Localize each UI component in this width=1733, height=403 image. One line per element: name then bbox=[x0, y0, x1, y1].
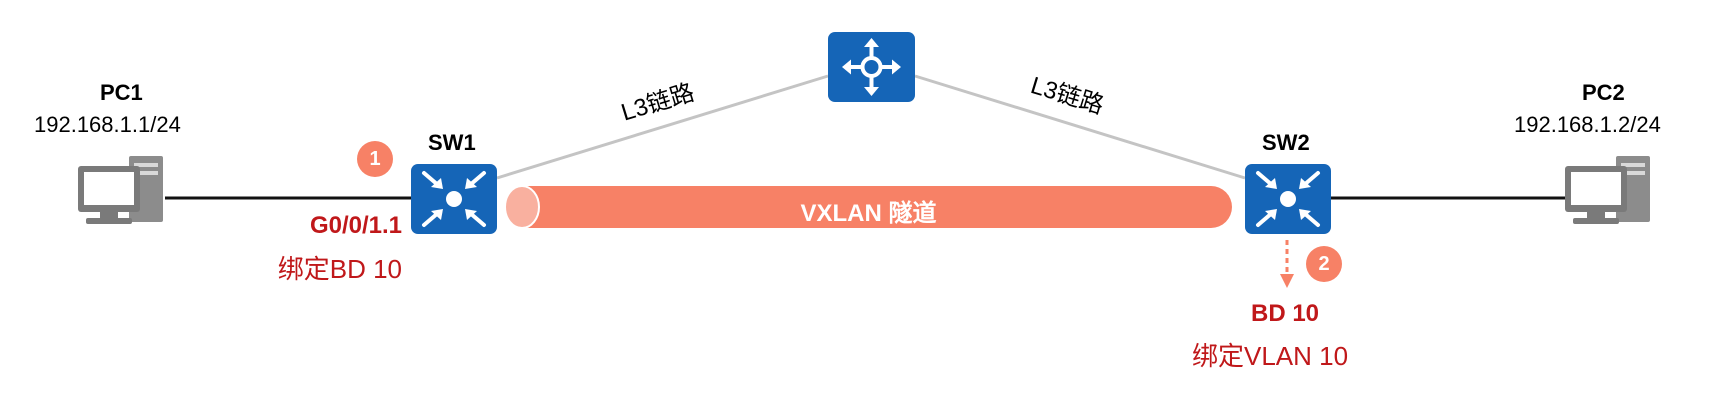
pc1-icon bbox=[78, 156, 163, 224]
sw2-name: SW2 bbox=[1262, 130, 1310, 155]
pc1-name: PC1 bbox=[100, 80, 143, 105]
right-l3-label: L3链路 bbox=[1028, 72, 1107, 120]
step-2-badge: 2 bbox=[1306, 246, 1342, 282]
pc1-ip: 192.168.1.1/24 bbox=[34, 112, 181, 137]
router-icon bbox=[828, 32, 915, 102]
sw1-bd-binding: 绑定BD 10 bbox=[277, 254, 402, 284]
sw2-vlan-binding: 绑定VLAN 10 bbox=[1192, 341, 1349, 371]
sw2-bd-arrow bbox=[1280, 240, 1294, 288]
sw1-switch-icon bbox=[411, 164, 497, 234]
router-sw2-link bbox=[914, 74, 1246, 180]
pc2-icon bbox=[1565, 156, 1650, 224]
sw1-interface-label: G0/0/1.1 bbox=[309, 212, 402, 239]
sw2-bd-label: BD 10 bbox=[1251, 300, 1320, 327]
sw2-switch-icon bbox=[1245, 164, 1331, 234]
sw1-router-link bbox=[496, 74, 829, 180]
step-1-badge: 1 bbox=[357, 141, 393, 177]
sw1-name: SW1 bbox=[428, 130, 476, 155]
pc2-ip: 192.168.1.2/24 bbox=[1514, 112, 1661, 137]
vxlan-tunnel-label: VXLAN 隧道 bbox=[800, 199, 937, 227]
vxlan-tunnel bbox=[504, 185, 1232, 229]
pc2-name: PC2 bbox=[1582, 80, 1625, 105]
